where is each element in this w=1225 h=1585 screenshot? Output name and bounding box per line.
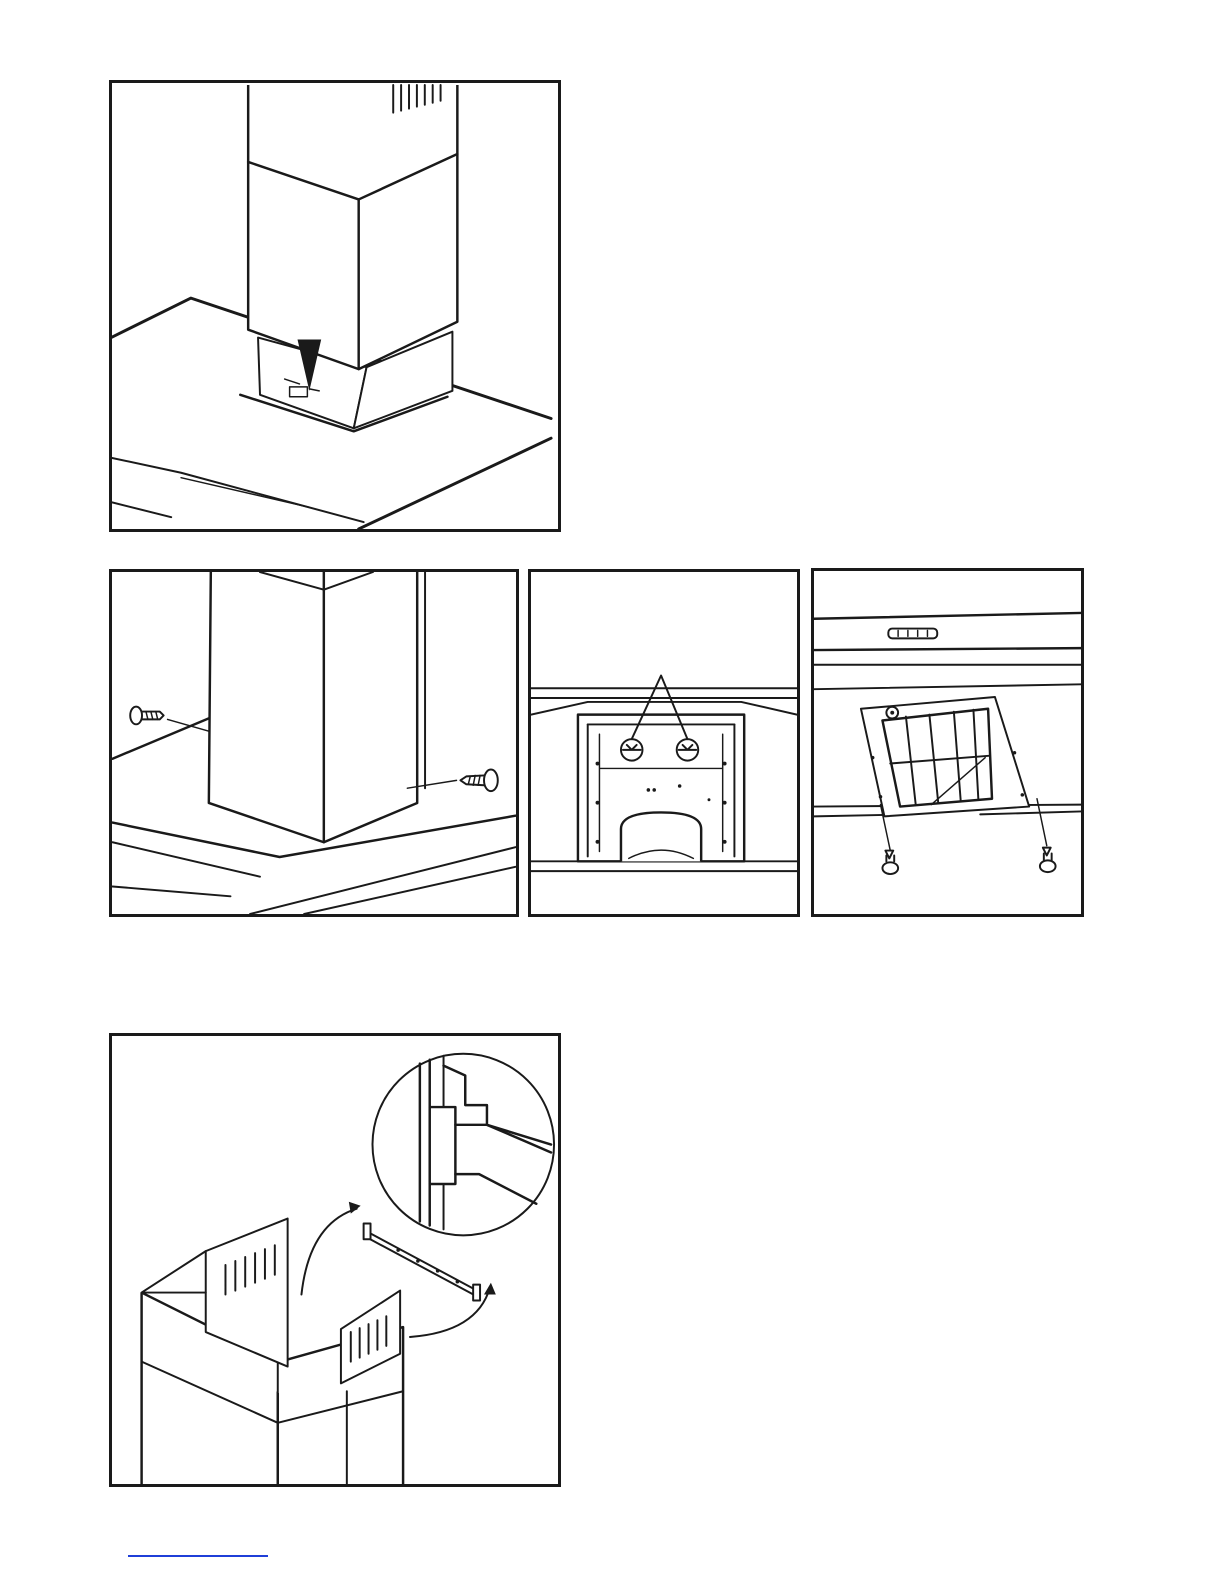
footer-link-underline[interactable]: [128, 1555, 268, 1557]
screw-icon: [130, 707, 209, 732]
duct-collar-illustration: [531, 572, 797, 914]
figure-duct-collar: [528, 569, 800, 917]
figure-chimney-bracket: [109, 1033, 561, 1487]
figure-chimney-lowering: [109, 80, 561, 532]
chimney-bracket-illustration: [112, 1036, 558, 1484]
figure-filter-frame-screws: [811, 568, 1084, 917]
magnifier-detail-icon: [372, 1054, 554, 1236]
filter-frame-illustration: [814, 571, 1081, 914]
screw-icon: [1037, 799, 1056, 872]
chimney-lowering-illustration: [112, 83, 558, 529]
figure-chimney-side-screws: [109, 569, 519, 917]
screw-icon: [407, 770, 497, 792]
chimney-screws-illustration: [112, 572, 516, 914]
